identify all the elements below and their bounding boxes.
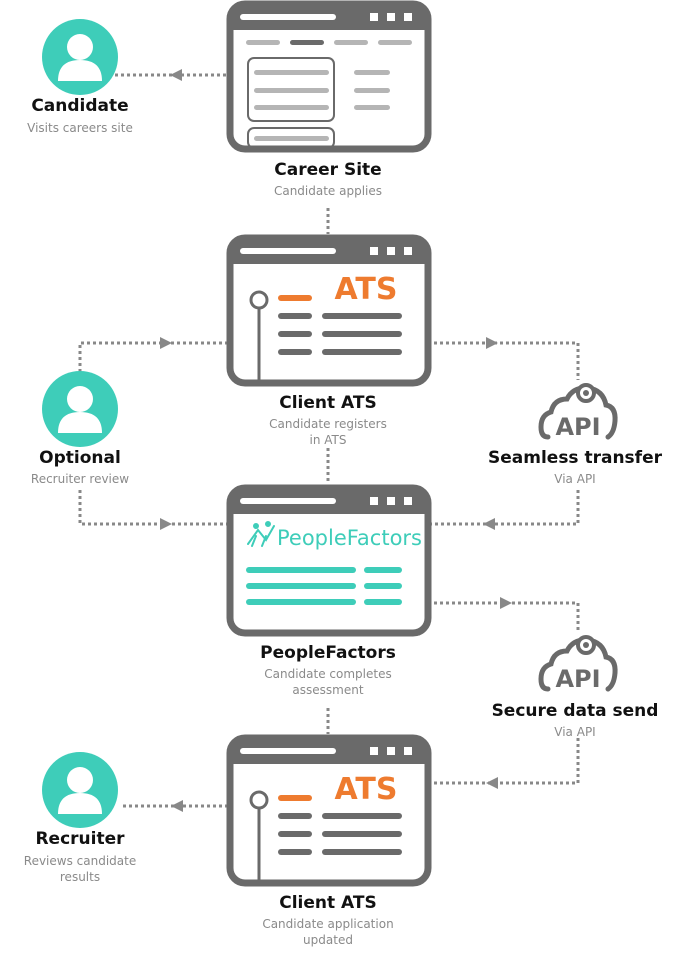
connector-lines	[78, 73, 580, 808]
connector-ats-to-optional	[78, 341, 228, 372]
career-site-title: Career Site	[274, 160, 382, 180]
api-secure-subtitle: Via API	[554, 725, 596, 739]
api-badge-text: API	[555, 665, 600, 693]
peoplefactors-logo-text: PeopleFactors	[277, 526, 422, 550]
arrowhead	[160, 518, 172, 530]
peoplefactors-title: PeopleFactors	[260, 643, 396, 663]
recruiter-title: Recruiter	[35, 829, 125, 849]
api-badge-text: API	[555, 413, 600, 441]
peoplefactors-subtitle: Candidate completes assessment	[228, 666, 428, 698]
optional-title: Optional	[39, 448, 121, 468]
connector-api2-to-ats2	[428, 738, 580, 785]
client-ats-updated-subtitle-line1: Candidate application	[262, 917, 394, 931]
candidate-title: Candidate	[31, 96, 129, 116]
connector-pf-to-api2	[428, 601, 580, 630]
client-ats-updated-browser-icon: ATS	[230, 738, 428, 883]
arrowhead	[500, 597, 512, 609]
client-ats-browser-icon: ATS	[230, 238, 428, 383]
api-cloud-icon: API	[541, 637, 615, 693]
api-transfer-subtitle: Via API	[554, 472, 596, 486]
career-site-subtitle: Candidate applies	[273, 184, 383, 198]
api-transfer-title: Seamless transfer	[488, 448, 662, 468]
candidate-subtitle: Visits careers site	[27, 121, 133, 135]
recruiter-subtitle-line1: Reviews candidate	[23, 854, 137, 868]
arrowhead	[160, 337, 172, 349]
recruiter-subtitle: Reviews candidate results	[0, 853, 160, 885]
candidate-avatar-icon	[42, 19, 118, 95]
peoplefactors-logo-mark-icon	[247, 521, 275, 547]
recruiter-subtitle-line2: results	[59, 870, 101, 884]
client-ats-subtitle-line1: Candidate registers	[269, 417, 387, 431]
client-ats-title: Client ATS	[279, 393, 377, 413]
ats-logo-text: ATS	[335, 772, 398, 807]
connector-optional-to-pf	[78, 490, 228, 526]
connector-arrowheads	[160, 69, 512, 812]
optional-subtitle: Recruiter review	[30, 472, 130, 486]
optional-reviewer-avatar-icon	[42, 371, 118, 447]
arrowhead	[486, 337, 498, 349]
career-site-browser-icon	[230, 4, 428, 149]
client-ats-subtitle: Candidate registers in ATS	[228, 416, 428, 448]
peoplefactors-browser-icon: PeopleFactors	[230, 488, 428, 633]
arrowhead	[171, 800, 183, 812]
api-secure-title: Secure data send	[491, 701, 659, 721]
connector-ats-to-api1	[428, 341, 580, 380]
api-cloud-icon: API	[541, 385, 615, 441]
arrowhead	[486, 777, 498, 789]
client-ats-subtitle-line2: in ATS	[309, 433, 347, 447]
client-ats-updated-subtitle-line2: updated	[303, 933, 353, 947]
client-ats-updated-subtitle: Candidate application updated	[228, 916, 428, 948]
peoplefactors-subtitle-line1: Candidate completes	[264, 667, 392, 681]
arrowhead	[170, 69, 182, 81]
peoplefactors-subtitle-line2: assessment	[292, 683, 364, 697]
connector-api1-to-pf	[428, 490, 580, 526]
ats-logo-text: ATS	[335, 272, 398, 307]
recruiter-avatar-icon	[42, 752, 118, 828]
arrowhead	[483, 518, 495, 530]
client-ats-updated-title: Client ATS	[279, 893, 377, 913]
